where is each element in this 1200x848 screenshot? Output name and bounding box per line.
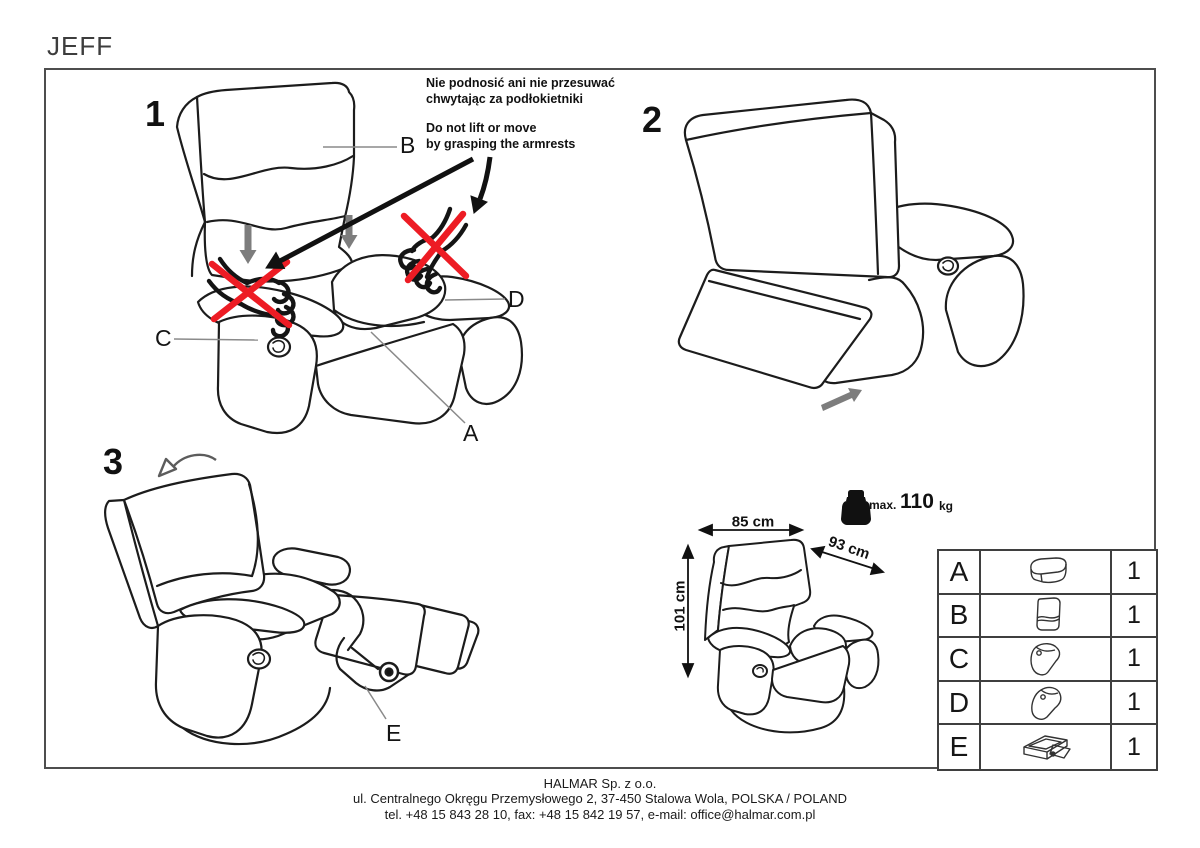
recliner-frame-icon	[981, 725, 1112, 769]
callout-label-d: D	[508, 286, 525, 312]
prohibition-cross-right	[400, 210, 470, 284]
warning-text: Nie podnosić ani nie przesuwać chwytając…	[426, 76, 615, 152]
part-row-d-letter: D	[939, 681, 981, 726]
part-row-c-letter: C	[939, 638, 981, 682]
parts-table: A 1 B 1 C 1	[937, 549, 1158, 771]
part-row-c-qty: 1	[1112, 638, 1156, 682]
max-weight-prefix: max.	[869, 498, 897, 512]
part-row-e-qty: 1	[1127, 732, 1141, 761]
part-row-d-qty: 1	[1112, 682, 1156, 726]
flap-tuck-arrow	[821, 388, 862, 411]
left-armrest-icon	[981, 638, 1112, 682]
max-weight-unit: kg	[939, 499, 954, 513]
product-title: JEFF	[47, 31, 114, 61]
diagram-frame: 1 2 3 Nie podnosić ani nie przesuwać chw…	[44, 68, 1158, 771]
footer-address: ul. Centralnego Okręgu Przemysłowego 2, …	[352, 791, 847, 807]
warning-line-pl-2: chwytając za podłokietniki	[426, 91, 583, 106]
step-3-number: 3	[103, 441, 124, 482]
hand-right-drawing	[398, 206, 469, 295]
dim-width-label: 85 cm	[731, 513, 775, 531]
callout-label-e: E	[386, 720, 402, 746]
dim-height-label: 101 cm	[671, 580, 689, 632]
warning-arrows	[265, 156, 493, 270]
recline-arrow	[157, 453, 217, 478]
callout-label-b: B	[400, 132, 416, 158]
part-row-e-letter: E	[939, 725, 981, 769]
part-row-a-letter: A	[939, 551, 981, 595]
callout-label-a: A	[463, 420, 479, 446]
callout-label-c: C	[155, 325, 172, 351]
warning-line-en-1: Do not lift or move	[426, 121, 537, 135]
max-weight-icon	[841, 490, 871, 525]
warning-gap	[426, 107, 615, 121]
warning-line-en-2: by grasping the armrests	[426, 136, 576, 151]
max-weight-value: 110	[900, 490, 934, 513]
prohibition-cross-left	[208, 258, 293, 329]
right-armrest-icon	[981, 681, 1112, 726]
part-row-a-qty: 1	[1112, 551, 1156, 595]
footer: HALMAR Sp. z o.o. ul. Centralnego Okręgu…	[0, 776, 1200, 822]
step-1-number: 1	[145, 93, 166, 134]
leader-lines-step1	[173, 146, 506, 424]
dimension-arrows	[681, 523, 886, 679]
footer-company: HALMAR Sp. z o.o.	[543, 776, 657, 791]
step2-chair-drawing	[677, 98, 1025, 390]
backrest-cushion-icon	[981, 594, 1112, 639]
step3-chair-drawing	[104, 472, 480, 746]
leader-line-step3	[364, 685, 387, 720]
warning-line-pl-1: Nie podnosić ani nie przesuwać	[426, 76, 615, 90]
part-row-b-qty: 1	[1112, 595, 1156, 639]
dimensions-chair-drawing	[704, 538, 880, 734]
line-art-canvas	[104, 81, 1025, 746]
footer-contact: tel. +48 15 843 28 10, fax: +48 15 842 1…	[384, 806, 816, 822]
part-row-b-letter: B	[939, 594, 981, 639]
seat-cushion-icon	[981, 551, 1112, 595]
push-down-arrows	[239, 215, 358, 264]
step-2-number: 2	[642, 99, 663, 140]
